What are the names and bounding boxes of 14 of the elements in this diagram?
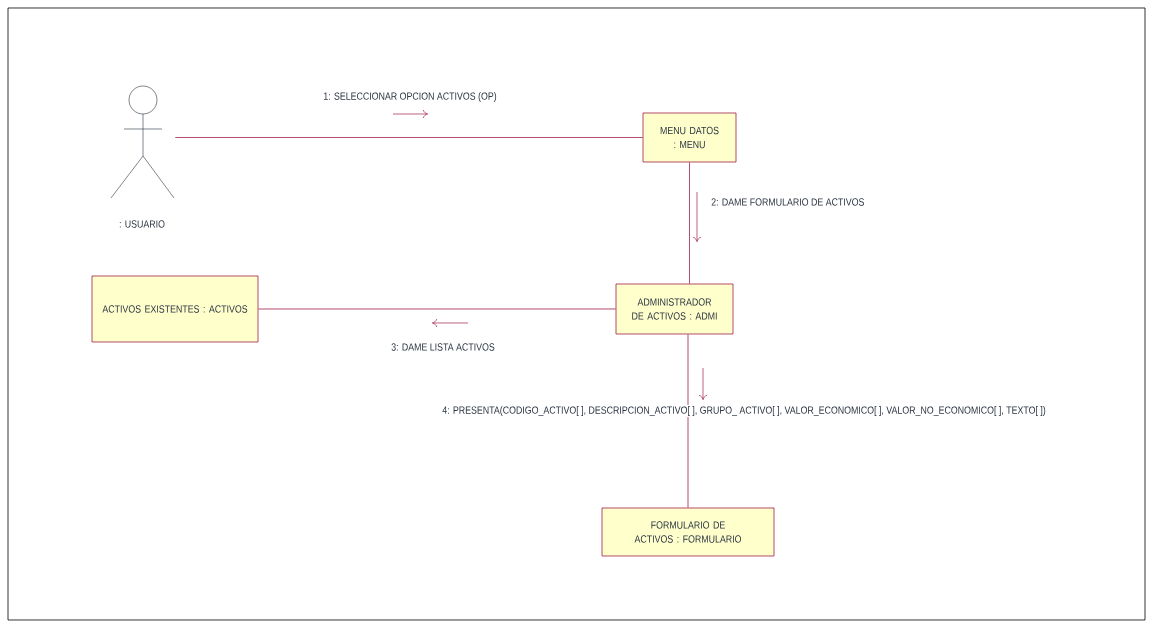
message-label: 3: DAME LISTA ACTIVOS [391,343,495,351]
message-label: 2: DAME FORMULARIO DE ACTIVOS [711,198,864,206]
object-box: ACTIVOS EXISTENTES : ACTIVOS [91,275,259,343]
object-box: ADMINISTRADOR DE ACTIVOS : ADMI [615,283,734,335]
object-box: FORMULARIO DE ACTIVOS : FORMULARIO [601,507,775,557]
link-line [174,137,643,138]
message-label: 1: SELECCIONAR OPCION ACTIVOS (OP) [324,92,497,102]
actor-figure: : USUARIO [110,85,175,228]
node-label: : USUARIO [119,220,165,228]
link-line [687,334,689,508]
object-box: MENU DATOS : MENU [642,112,737,163]
link-line [258,308,616,310]
link-line [689,162,690,284]
message-label: 4: PRESENTA(CODIGO_ACTIVO[ ], DESCRIPCION_ACTIVO[ ], GRUPO_ ACTIVO[ ], VALOR_ECONOMICO[ ], VALOR_NO_ECONOMICO[ ], TEXTO[ ]) [442,406,1046,416]
